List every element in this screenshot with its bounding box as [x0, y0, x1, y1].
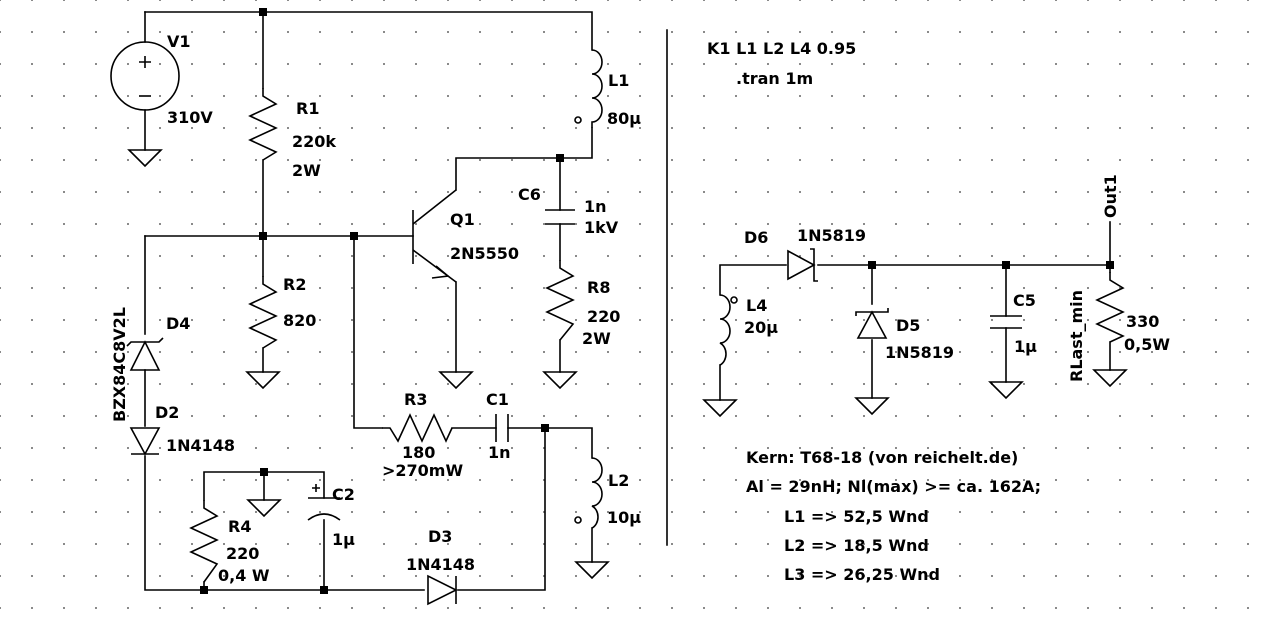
diode-d3	[427, 574, 458, 606]
note-line-3: L1 => 52,5 Wnd	[784, 507, 929, 526]
capacitor-c1	[495, 414, 509, 442]
capacitor-c2	[307, 484, 341, 521]
label-out1: Out1	[1101, 174, 1120, 218]
label-r3-power: >270mW	[382, 461, 463, 480]
note-line-4: L2 => 18,5 Wnd	[784, 536, 929, 555]
capacitor-c5	[990, 315, 1022, 329]
label-r3-name: R3	[404, 390, 427, 409]
label-r8-value: 220	[587, 307, 620, 326]
label-r2-value: 820	[283, 311, 316, 330]
label-d5-value: 1N5819	[885, 343, 954, 362]
label-rload-value: 330	[1126, 312, 1159, 331]
label-c2-value: 1µ	[332, 530, 355, 549]
label-d2-name: D2	[155, 403, 179, 422]
label-c2-name: C2	[332, 485, 355, 504]
note-line-5: L3 => 26,25 Wnd	[784, 565, 940, 584]
capacitors	[307, 209, 1022, 521]
label-q1-name: Q1	[450, 210, 475, 229]
label-d6-value: 1N5819	[797, 226, 866, 245]
inductor-l4	[719, 294, 738, 366]
note-line-2: Al = 29nH; Nl(max) >= ca. 162A;	[746, 477, 1041, 496]
label-r1-power: 2W	[292, 161, 321, 180]
diodes	[126, 248, 889, 606]
label-l1-name: L1	[608, 71, 629, 90]
label-r1-name: R1	[296, 99, 319, 118]
label-c1-value: 1n	[488, 443, 511, 462]
label-d3-value: 1N4148	[406, 555, 475, 574]
resistor-r3	[382, 413, 453, 443]
transistor-q1	[412, 189, 457, 283]
ground-symbols	[127, 149, 1128, 580]
zener-diode-d4	[126, 337, 164, 371]
capacitor-c6	[545, 209, 575, 225]
label-d3-name: D3	[428, 527, 452, 546]
label-rload-name: RLast_min	[1067, 290, 1086, 382]
diode-d2	[129, 427, 161, 456]
label-r3-value: 180	[402, 443, 435, 462]
schottky-diode-d5	[855, 308, 889, 339]
label-r4-value: 220	[226, 544, 259, 563]
label-c6-value: 1n	[584, 197, 607, 216]
label-c6-name: C6	[518, 185, 541, 204]
inductor-l2	[574, 457, 603, 529]
label-r8-power: 2W	[582, 329, 611, 348]
label-d2-value: 1N4148	[166, 436, 235, 455]
label-rload-power: 0,5W	[1124, 335, 1170, 354]
label-d4-name: D4	[166, 314, 190, 333]
schottky-diode-d6	[787, 248, 818, 282]
label-l1-value: 80µ	[607, 109, 641, 128]
label-r2-name: R2	[283, 275, 306, 294]
label-r4-name: R4	[228, 517, 251, 536]
label-q1-value: 2N5550	[450, 244, 519, 263]
label-v1-name: V1	[167, 32, 191, 51]
resistor-rload	[1095, 272, 1125, 343]
label-c5-value: 1µ	[1014, 337, 1037, 356]
resistor-r1	[248, 88, 278, 161]
label-c5-name: C5	[1013, 291, 1036, 310]
label-d5-name: D5	[896, 316, 920, 335]
label-d4-value: BZX84C8V2L	[110, 307, 129, 422]
label-r1-value: 220k	[292, 132, 336, 151]
inductor-l1	[574, 49, 603, 128]
resistors	[189, 88, 1125, 583]
inductors	[574, 49, 738, 529]
label-l2-value: 10µ	[607, 508, 641, 527]
label-tran-directive: .tran 1m	[736, 69, 813, 88]
label-l4-name: L4	[746, 296, 767, 315]
label-c1-name: C1	[486, 390, 509, 409]
label-r8-name: R8	[587, 278, 610, 297]
note-line-1: Kern: T68-18 (von reichelt.de)	[746, 448, 1018, 467]
label-coupling-directive: K1 L1 L2 L4 0.95	[707, 39, 856, 58]
label-c6-voltage: 1kV	[584, 218, 619, 237]
resistor-r2	[248, 276, 278, 349]
label-d6-name: D6	[744, 228, 768, 247]
label-v1-value: 310V	[167, 108, 213, 127]
label-l2-name: L2	[608, 471, 629, 490]
label-r4-power: 0,4 W	[218, 566, 270, 585]
labels: V1 310V R1 220k 2W R2 820 L1 80µ C6 1n 1…	[110, 32, 1170, 585]
resistor-r4	[189, 500, 219, 583]
resistor-r8	[545, 260, 575, 341]
junctions	[200, 8, 1114, 594]
voltage-source-v1	[110, 41, 180, 111]
label-l4-value: 20µ	[744, 318, 778, 337]
